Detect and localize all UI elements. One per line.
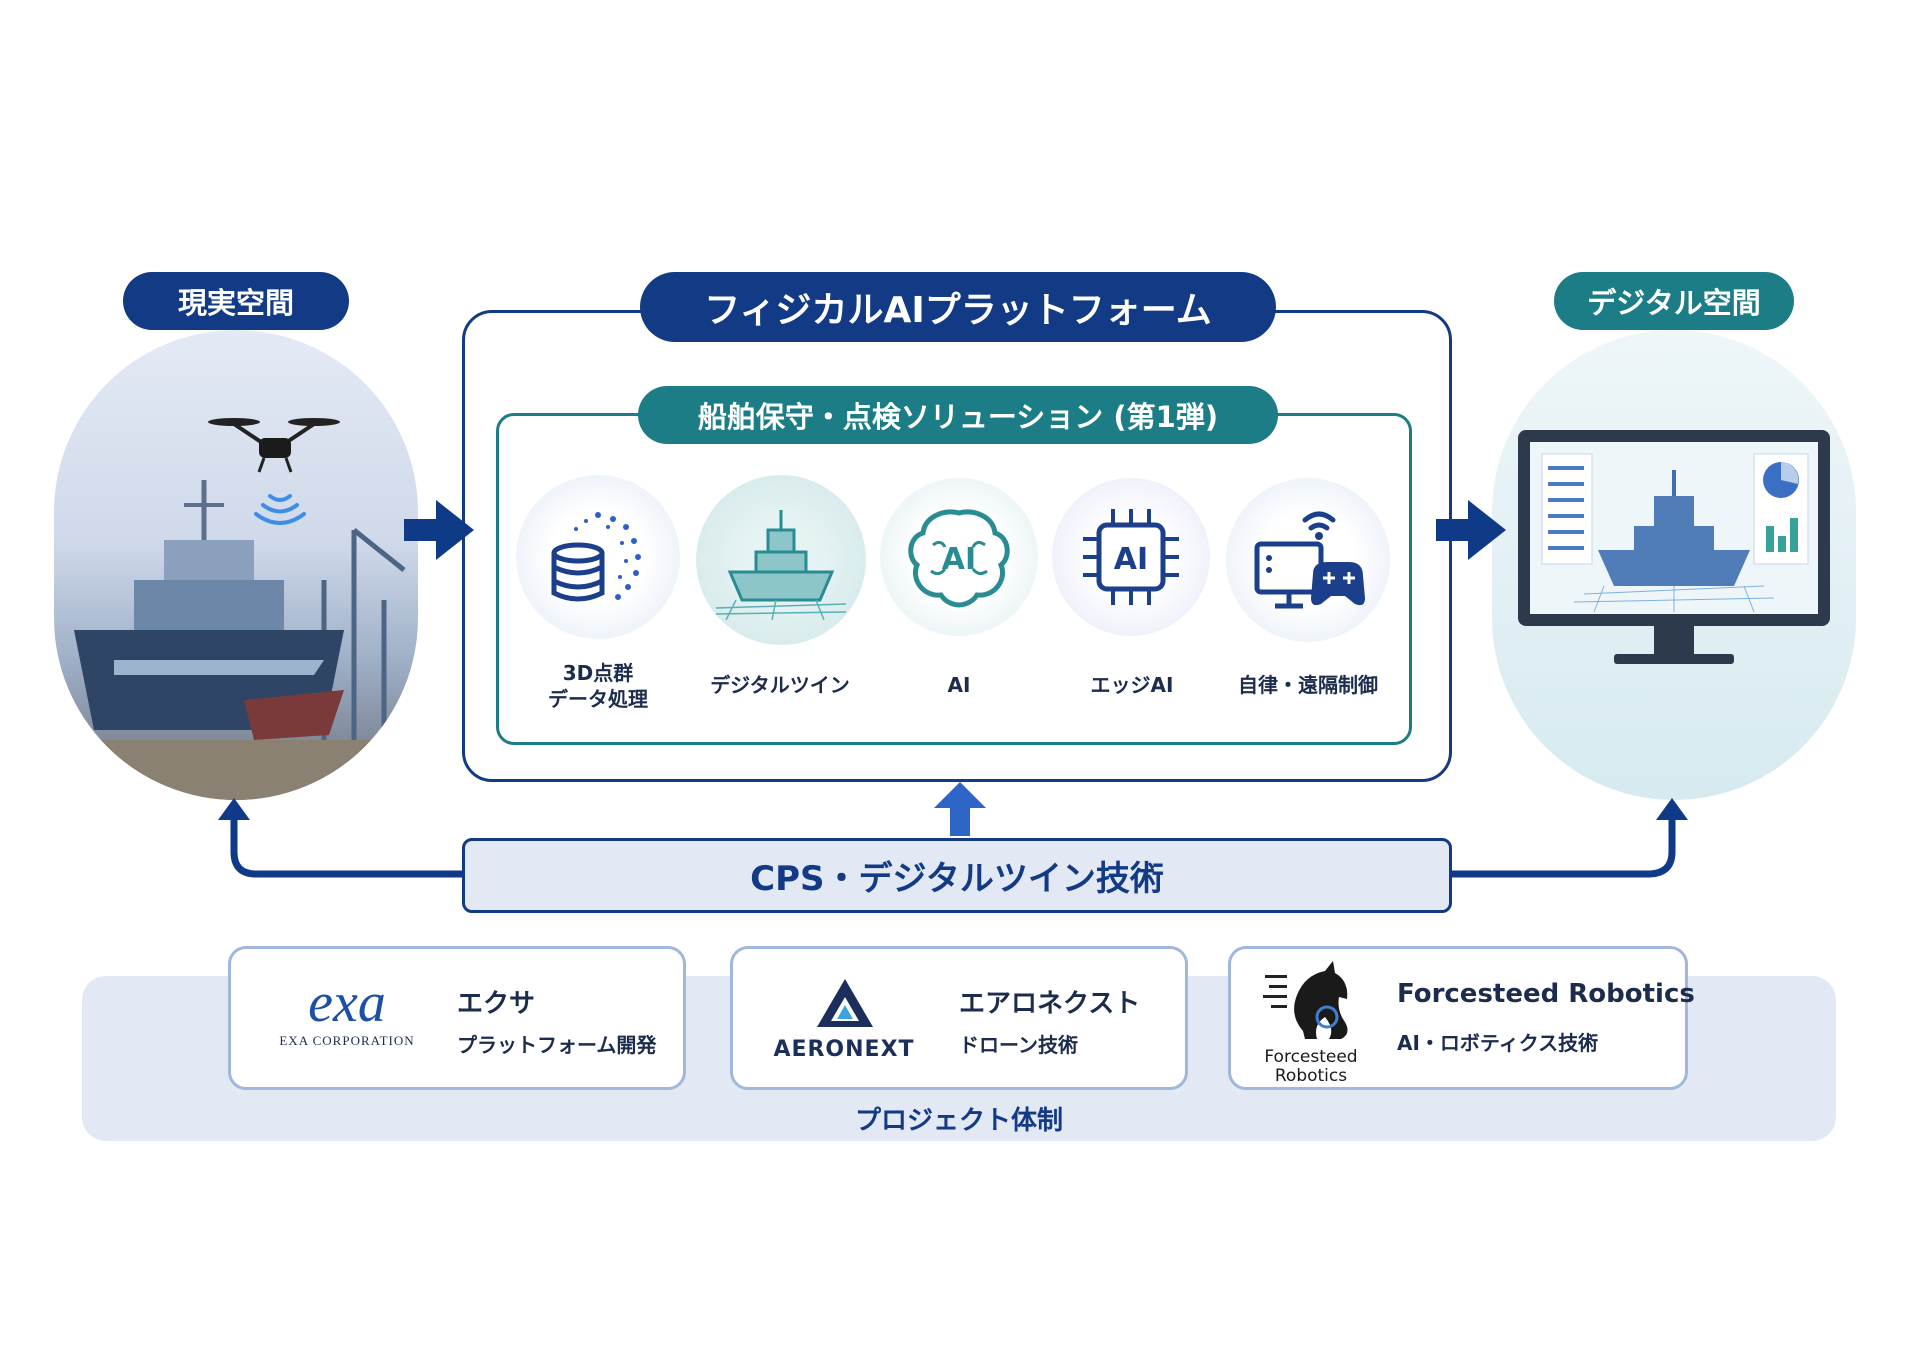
arrow-right-to-platform: [404, 500, 474, 560]
ai-chip-icon: AI: [1083, 509, 1179, 605]
signal-wave-icon: [254, 494, 306, 525]
partner-card-exa: exa EXA CORPORATION エクサ プラットフォーム開発: [228, 946, 686, 1090]
arrow-up-to-platform: [934, 782, 986, 836]
module-label-edge-ai: エッジAI: [1090, 673, 1174, 697]
svg-text:AI: AI: [1114, 542, 1148, 577]
partner-card-aeronext: AERONEXT エアロネクスト ドローン技術: [730, 946, 1188, 1090]
partner-name: Forcesteed Robotics: [1397, 979, 1695, 1009]
partner-name: エアロネクスト: [959, 989, 1141, 1019]
exa-logo: exa: [308, 972, 386, 1034]
module-orb-digital-twin: [696, 475, 866, 645]
partner-role: AI・ロボティクス技術: [1397, 1031, 1599, 1055]
module-orb-3d-point-cloud: [516, 475, 680, 639]
module-label-ai: AI: [947, 673, 971, 697]
monitor-icon: [1518, 430, 1830, 664]
module-label-line1: 3D点群: [562, 661, 634, 685]
partner-name: エクサ: [457, 989, 536, 1019]
aeronext-logo: AERONEXT: [773, 1037, 915, 1062]
digital-space-image: [1492, 330, 1856, 800]
module-label-3d-point-cloud: 3D点群 データ処理: [508, 660, 688, 712]
forcesteed-logo-line1: Forcesteed: [1264, 1047, 1358, 1067]
partner-card-forcesteed: Forcesteed Robotics Forcesteed Robotics …: [1228, 946, 1695, 1090]
drone-icon: [208, 418, 340, 473]
module-orb-ai: AI: [880, 478, 1038, 636]
svg-text:AI: AI: [942, 542, 976, 577]
point-cloud-database-icon: [551, 512, 641, 602]
ai-brain-icon: AI: [908, 509, 1010, 608]
module-orb-remote-control: [1226, 478, 1390, 642]
cps-label: CPS・デジタルツイン技術: [750, 859, 1164, 899]
digital-space-label: デジタル空間: [1554, 272, 1794, 330]
platform-title: フィジカルAIプラットフォーム: [640, 272, 1276, 342]
arrow-up-to-real-space: [218, 798, 250, 820]
module-label-remote-control: 自律・遠隔制御: [1238, 673, 1378, 697]
partner-role: プラットフォーム開発: [457, 1033, 657, 1057]
real-space-label: 現実空間: [123, 272, 349, 330]
cps-bar: CPS・デジタルツイン技術: [462, 838, 1452, 913]
arrow-right-to-digital: [1436, 500, 1506, 560]
module-label-digital-twin: デジタルツイン: [710, 673, 850, 697]
forcesteed-logo-line2: Robotics: [1274, 1066, 1348, 1086]
arrow-up-to-digital-space: [1656, 798, 1688, 820]
connector-to-digital-space: [1452, 818, 1676, 878]
aeronext-triangle-icon: [817, 979, 873, 1027]
remote-control-icon: [1254, 511, 1365, 609]
ship-wireframe-icon: [716, 510, 846, 620]
module-label-line2: データ処理: [548, 687, 648, 711]
module-orb-edge-ai: AI: [1052, 478, 1210, 636]
project-label: プロジェクト体制: [854, 1106, 1063, 1136]
connector-to-real-space: [230, 818, 462, 878]
horse-logo-icon: [1263, 961, 1348, 1039]
partner-role: ドローン技術: [959, 1033, 1078, 1057]
exa-logo-subtext: EXA CORPORATION: [279, 1033, 415, 1048]
solution-title: 船舶保守・点検ソリューション (第1弾): [638, 386, 1278, 444]
